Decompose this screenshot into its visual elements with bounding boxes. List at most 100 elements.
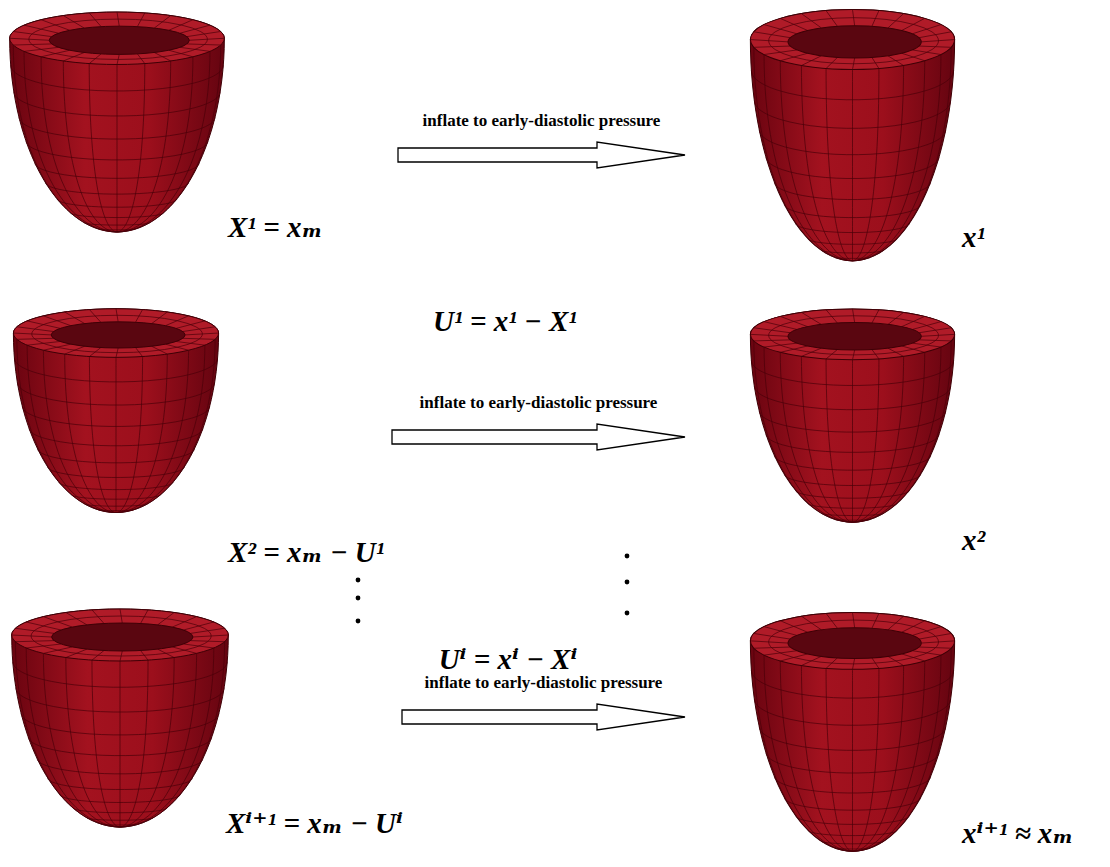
mesh-line <box>754 32 790 38</box>
mesh-line <box>27 341 60 345</box>
mesh-line <box>63 16 84 29</box>
mesh-line <box>117 57 193 232</box>
mesh-line <box>754 633 790 639</box>
displacement-equation: U¹ = x¹ − X¹ <box>433 306 577 338</box>
heart-rim <box>13 309 218 358</box>
heart-cavity <box>788 26 921 58</box>
mesh-line <box>902 18 925 30</box>
mesh-line <box>89 13 101 27</box>
mesh-line <box>902 346 925 352</box>
mesh-line <box>89 64 117 232</box>
mesh-line <box>769 18 939 64</box>
mesh-line <box>872 57 879 68</box>
mesh-line <box>888 348 904 356</box>
mesh-line <box>902 316 925 326</box>
mesh-line <box>902 53 925 60</box>
mesh-line <box>117 64 145 232</box>
displacement-equation: Uⁱ = xⁱ − Xⁱ <box>439 644 578 676</box>
heart-surface <box>10 12 225 232</box>
mesh-lines <box>751 47 953 260</box>
shape-equation: x¹ <box>962 222 985 254</box>
heart-mesh <box>6 605 234 835</box>
mesh-line <box>116 339 215 512</box>
mesh-line <box>183 622 213 630</box>
mesh-line <box>853 661 925 851</box>
mesh-line <box>921 334 954 336</box>
mesh-line <box>902 621 925 632</box>
heart-surface <box>13 309 218 513</box>
mesh-line <box>801 312 821 324</box>
mesh-line <box>853 55 941 261</box>
mesh-line <box>135 310 142 323</box>
mesh-line <box>166 344 189 350</box>
mesh-line <box>852 669 853 851</box>
mesh-line <box>780 316 807 326</box>
mesh-line <box>919 340 951 341</box>
mesh-line <box>888 616 904 630</box>
mesh-line <box>172 617 196 627</box>
heart-rim <box>750 309 954 360</box>
mesh-line <box>89 348 100 357</box>
mesh-line <box>826 668 852 851</box>
mesh-line <box>912 322 941 330</box>
heart-surface <box>750 10 954 261</box>
mesh-line <box>180 25 210 33</box>
mesh-line <box>801 666 852 852</box>
mesh-line <box>853 347 941 522</box>
mesh-line <box>15 642 120 827</box>
heart-model: x¹ <box>745 5 960 270</box>
mesh-line <box>66 612 87 624</box>
mesh-line <box>826 11 837 27</box>
mesh-line <box>41 50 70 57</box>
mesh-line <box>872 350 879 359</box>
arrow-label: inflate to early-diastolic pressure <box>420 393 658 413</box>
mesh-line <box>29 19 208 59</box>
shape-equation: X¹ = xₘ <box>228 212 323 244</box>
mesh-lines <box>751 341 953 522</box>
heart-mesh <box>4 8 230 240</box>
mesh-line <box>826 359 852 522</box>
mesh-line <box>176 321 205 328</box>
mesh-line <box>185 333 218 335</box>
mesh-line <box>826 658 837 669</box>
mesh-line <box>13 333 51 335</box>
hollow-arrow <box>402 704 685 730</box>
mesh-line <box>780 346 807 352</box>
mesh-line <box>158 649 175 657</box>
mesh-line <box>191 641 225 642</box>
heart-model: x² <box>745 305 960 530</box>
mesh-line <box>764 55 852 261</box>
mesh-line <box>120 648 214 827</box>
mesh-line <box>919 46 951 47</box>
mesh-line <box>780 661 852 851</box>
mesh-line <box>180 47 210 51</box>
mesh-line <box>65 312 85 324</box>
mesh-line <box>764 655 852 851</box>
mesh-line <box>117 45 221 232</box>
mesh-line <box>43 617 72 627</box>
rim-surface <box>12 609 229 661</box>
mesh-line <box>853 66 904 261</box>
mesh-line <box>853 350 855 360</box>
mesh-line <box>120 653 197 827</box>
mesh-line <box>17 339 116 512</box>
mesh-line <box>116 357 143 513</box>
mesh-line <box>10 38 50 40</box>
mesh-line <box>193 635 228 637</box>
mesh-line <box>826 57 837 68</box>
mesh-line <box>872 11 879 27</box>
mesh-line <box>117 61 171 232</box>
heart-cavity <box>52 623 193 651</box>
mesh-line <box>135 348 142 357</box>
mesh-line <box>152 312 168 324</box>
mesh-line <box>166 316 189 326</box>
shape-equation: X² = xₘ − U¹ <box>228 537 384 569</box>
mesh-line <box>27 345 116 512</box>
heart-rim <box>12 609 229 661</box>
mesh-line <box>120 651 122 661</box>
mesh-line <box>63 53 84 61</box>
mesh-line <box>116 350 189 512</box>
mesh-line <box>13 44 51 45</box>
mesh-line <box>919 633 951 639</box>
mesh-line <box>912 25 941 34</box>
